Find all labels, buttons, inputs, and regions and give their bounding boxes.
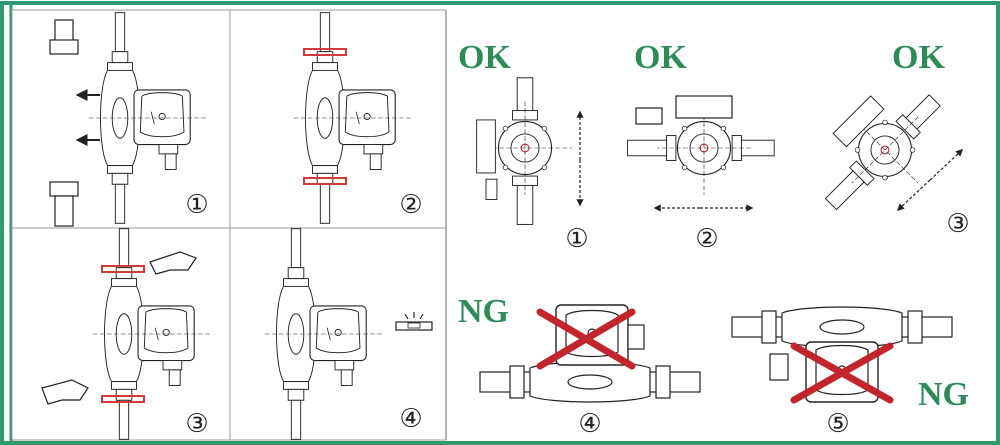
status-label: NG [918,376,969,413]
step-number: ④ [399,404,422,434]
example-number: ② [695,224,718,254]
wrench-icon [41,379,89,405]
spirit-level-icon [395,312,433,331]
orientation-4: NG ④ [458,293,701,439]
step-2-panel: ② [293,12,423,224]
installation-steps-grid [11,9,447,441]
example-number: ④ [578,409,601,439]
status-label: NG [458,293,509,330]
step-number: ③ [185,409,208,439]
status-label: OK [892,39,945,76]
cross-icon [790,342,894,404]
orientation-2: OK ② [627,39,775,254]
step-number: ② [399,190,422,220]
step-1-panel: ① [49,12,209,227]
orientation-3: OK ③ [797,39,970,239]
pump-gasket-icon [293,12,412,224]
orientation-1: OK ① [458,39,589,254]
status-label: OK [634,39,687,76]
status-label: OK [458,39,511,76]
pump-level-check-icon [264,228,383,440]
example-number: ① [565,224,588,254]
orientation-5: NG ⑤ [731,306,969,439]
step-3-panel: ③ [41,228,211,440]
step-4-panel: ④ [264,228,433,440]
step-number: ① [185,190,208,220]
example-number: ③ [946,209,969,239]
cross-icon [536,308,636,370]
example-number: ⑤ [826,409,849,439]
wrench-icon [149,251,197,275]
